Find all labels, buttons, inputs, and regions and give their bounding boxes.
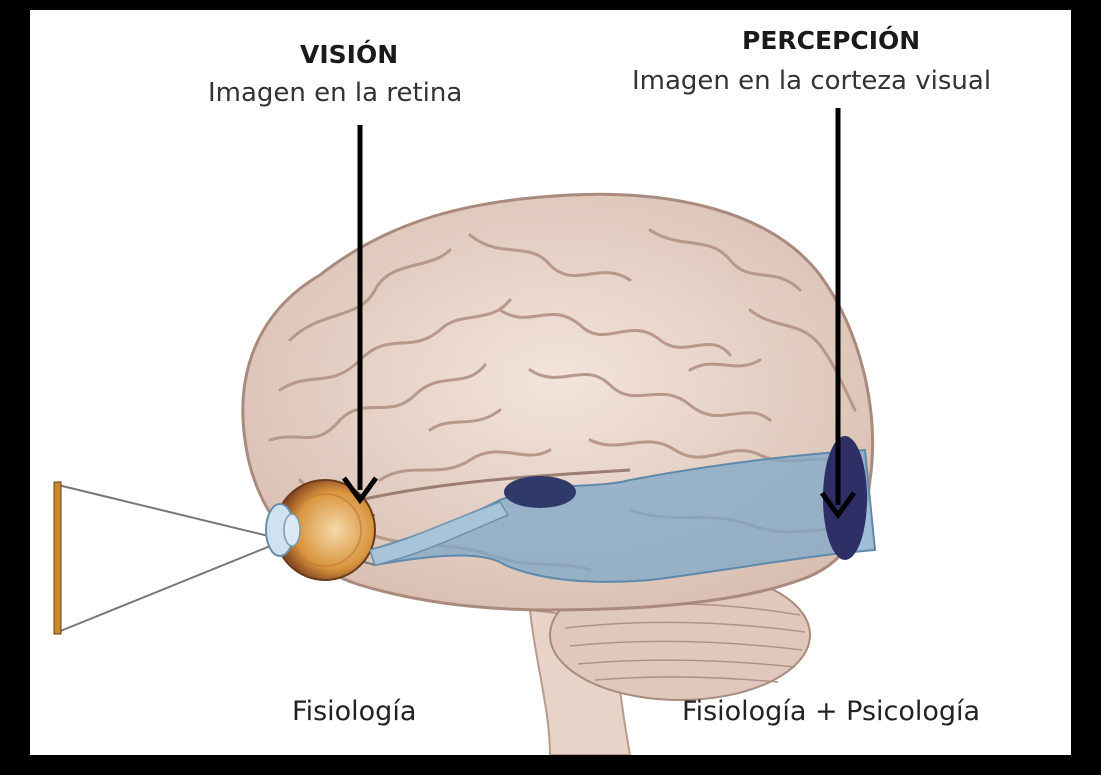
- vision-title: VISIÓN: [300, 40, 398, 69]
- perception-subtitle: Imagen en la corteza visual: [632, 66, 991, 96]
- diagram-canvas: VISIÓN Imagen en la retina PERCEPCIÓN Im…: [30, 10, 1071, 755]
- brain-vision-diagram: [30, 10, 1071, 755]
- lgn-nucleus: [504, 476, 576, 508]
- physiology-label: Fisiología: [292, 696, 416, 727]
- visual-cortex: [823, 436, 867, 560]
- object-pencil: [54, 482, 61, 634]
- physiology-psychology-label: Fisiología + Psicología: [682, 696, 980, 727]
- perception-title: PERCEPCIÓN: [742, 26, 920, 55]
- vision-subtitle: Imagen en la retina: [208, 78, 462, 108]
